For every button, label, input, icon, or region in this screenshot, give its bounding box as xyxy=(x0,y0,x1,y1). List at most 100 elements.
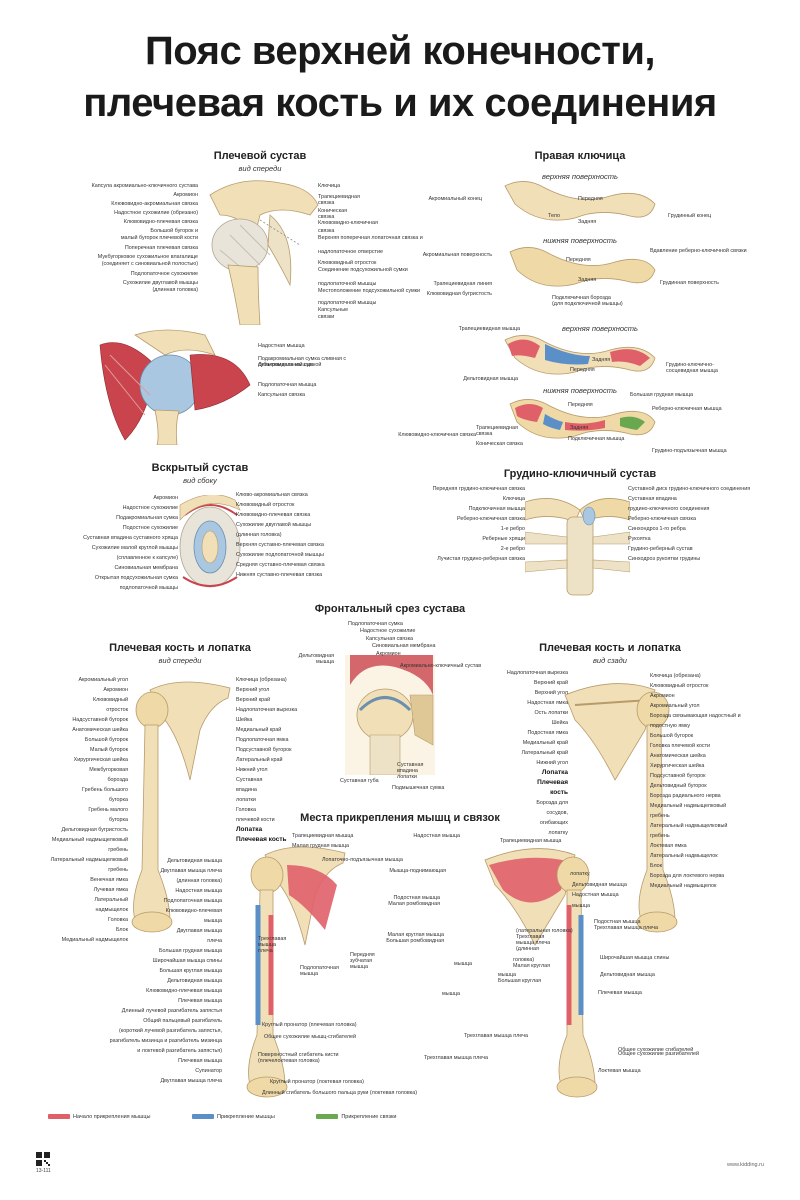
label-hf-right-7: Подсуставной бугорок xyxy=(236,747,292,753)
label-sj-right-13: подлопаточной мышцы xyxy=(318,300,377,306)
page-title-line2: плечевая кость и их соединения xyxy=(83,81,717,125)
label-clav2-12: Коническая связка xyxy=(476,441,523,447)
label-fc-0: Подлопаточная сумка xyxy=(348,621,403,627)
label-clav2-3: Грудино-ключично- xyxy=(666,362,714,368)
label-sj-right-7: Верхняя поперечная лопаточная связка и xyxy=(318,235,423,241)
label-sj-right-4: связка xyxy=(318,214,335,220)
label-att-left-14: Плечевая мышца xyxy=(178,998,222,1004)
label-hf-left-20: Венечная ямка xyxy=(90,877,128,883)
label-att-right-11: мышца xyxy=(454,961,472,967)
label-hf-right-14: плечевой кости xyxy=(236,817,275,823)
product-code: 13-111 xyxy=(36,1168,51,1174)
clavicle-bottom-illustration xyxy=(509,247,656,287)
label-att-right-5: Надостная мышца xyxy=(572,892,619,898)
label-oj-right-2: Клювовидно-плечевая связка xyxy=(236,512,311,518)
label-att-left-15: Длинный лучевой разгибатель запястья xyxy=(121,1008,222,1014)
label-att-right-27: Трехглавая мышца плеча xyxy=(424,1055,488,1061)
label-hf-right-10: Суставная xyxy=(236,777,263,783)
label-oj-left-1: Надостное сухожилие xyxy=(122,505,178,511)
label-att-mid-4: мышца xyxy=(258,942,276,948)
label-sc-right-1: Суставная впадина xyxy=(628,496,677,502)
label-att-right-17: (длинная xyxy=(516,946,539,952)
label-sj-left-12: (длинная головка) xyxy=(152,287,198,293)
label-sj-left-5: Большой бугорок и xyxy=(150,228,198,234)
label-clav2-10: Трапециевидная xyxy=(476,425,518,431)
label-hb-left-10: Лопатка xyxy=(541,769,568,776)
label-att-right-2: Мышца-поднимающая xyxy=(389,868,446,874)
label-att-right-29: Общее сухожилие разгибателей xyxy=(618,1051,699,1057)
label-att-left-5: Клювовидно-плечевая xyxy=(165,908,222,914)
label-hf-left-25: Блок xyxy=(115,927,128,933)
section-subtitle-open-joint: вид сбоку xyxy=(183,476,217,485)
label-clav2-1: Задняя xyxy=(592,357,611,363)
label-oj-right-8: Нижняя суставно-плечевая связка xyxy=(236,572,323,578)
label-att-right-22: мышца xyxy=(442,991,460,997)
label-sc-right-2: грудино-ключичного соединения xyxy=(628,506,710,512)
label-sj-right-10: Соединение подсухожильной сумки xyxy=(318,267,408,273)
label-sj-right-9: Клювовидный отросток xyxy=(318,260,377,266)
label-clav2-14: Клювовидно-ключичная связка xyxy=(398,432,476,438)
label-oj-left-9: подлопаточной мышцы xyxy=(119,585,178,591)
label-att-left-22: Двуглавая мышца плеча xyxy=(160,1078,222,1084)
label-sj-left-6: малый бугорок плечевой кости xyxy=(120,235,198,241)
label-fc-6: Дельтовидная xyxy=(298,653,334,659)
label-att-right-25: Плечевая мышца xyxy=(598,990,642,996)
label-hf-right-4: Шейка xyxy=(236,717,253,723)
label-hb-left-1: Верхний край xyxy=(533,680,568,686)
label-oj-left-0: Акромион xyxy=(153,495,178,501)
label-hb-right-7: Головка плечевой кости xyxy=(650,743,711,749)
label-att-left-11: Большая круглая мышца xyxy=(159,968,223,974)
label-sc-left-0: Передняя грудино-ключичная связка xyxy=(432,486,525,492)
label-att-left-7: Двуглавая мышца xyxy=(176,928,222,934)
label-hb-right-12: Борозда радиального нерва xyxy=(650,793,721,799)
label-fc-1: Надостное сухожилие xyxy=(360,628,416,634)
label-att-right-21: Большая круглая xyxy=(498,978,542,984)
label-clav-10: Клювовидная бугристость xyxy=(426,291,492,297)
label-clav2-0: Трапециевидная мышца xyxy=(458,326,520,332)
label-sj-left-4: Клювовидно-плечевая связка xyxy=(123,219,198,225)
label-hb-right-15: Латеральный надмыщелковый xyxy=(650,823,728,829)
label-hb-right-14: гребень xyxy=(650,813,670,819)
label-sj-right-6: связка xyxy=(318,228,335,234)
label-att-left-4: Подлопаточная мышца xyxy=(163,898,222,904)
label-fc-11: лопатки xyxy=(397,774,417,780)
label-hf-right-6: Подлопаточная ямка xyxy=(236,737,289,743)
section-subtitle-humerus-back: вид сзади xyxy=(593,656,627,665)
section-title-humerus-front: Плечевая кость и лопатка xyxy=(109,642,251,654)
clavicle-bottom-surface-2: нижняя поверхность xyxy=(543,386,617,395)
label-att-mid-15: Круглый пронатор (локтевая головка) xyxy=(270,1079,364,1085)
label-sj-left-3: Надостное сухожилие (обрезано) xyxy=(114,210,198,216)
legend-item-origin: Начало прикрепления мышцы xyxy=(48,1114,152,1120)
label-hf-left-1: Акромион xyxy=(103,687,128,693)
label-clav2-7: Передняя xyxy=(568,402,593,408)
label-sj-right-11: подлопаточной мышцы xyxy=(318,281,377,287)
label-clav2-2: Передняя xyxy=(570,367,595,373)
label-clav2-15: Грудино-подъязычная мышца xyxy=(652,448,727,454)
label-clav-11: Грудинная поверхность xyxy=(660,280,719,286)
label-hf-left-22: Латеральный xyxy=(94,897,128,903)
label-hb-right-0: Ключица (обрезана) xyxy=(650,673,701,679)
label-hb-left-14: сосудов, xyxy=(546,810,568,816)
label-att-mid-11: Круглый пронатор (плечевая головка) xyxy=(262,1022,357,1028)
legend-swatch-insertion xyxy=(191,1114,214,1120)
label-hb-left-13: Борозда для xyxy=(536,800,568,806)
label-att-mid-8: Передняя xyxy=(350,952,375,958)
label-hf-right-5: Медиальный край xyxy=(236,727,282,733)
qr-code-icon xyxy=(36,1152,50,1166)
label-hb-right-19: Блок xyxy=(650,863,663,869)
label-sj-left-9: (соединяет с синовиальной полостью) xyxy=(101,261,198,267)
label-att-left-13: Клювовидно-плечевая мышца xyxy=(146,988,222,994)
section-title-shoulder-joint: Плечевой сустав xyxy=(213,150,307,162)
label-hb-left-3: Надостная ямка xyxy=(527,700,568,706)
label-hb-right-11: Дельтовидный бугорок xyxy=(650,783,707,789)
legend-item-insertion: Прикрепление мышцы xyxy=(191,1114,276,1120)
label-sc-right-6: Грудино-реберный сустав xyxy=(628,546,693,552)
label-fc-7: мышца xyxy=(316,659,334,665)
label-hf-left-10: борозда xyxy=(107,777,128,783)
label-att-left-1: Двуглавая мышца плеча xyxy=(160,868,222,874)
label-hf-left-11: Гребень большого xyxy=(82,787,128,793)
label-sj-right-1: Трапециевидная xyxy=(318,194,360,200)
label-fc-4: Акромион xyxy=(376,651,401,657)
label-sc-right-5: Рукоятка xyxy=(628,536,651,542)
label-hb-left-8: Латеральный край xyxy=(521,750,569,756)
